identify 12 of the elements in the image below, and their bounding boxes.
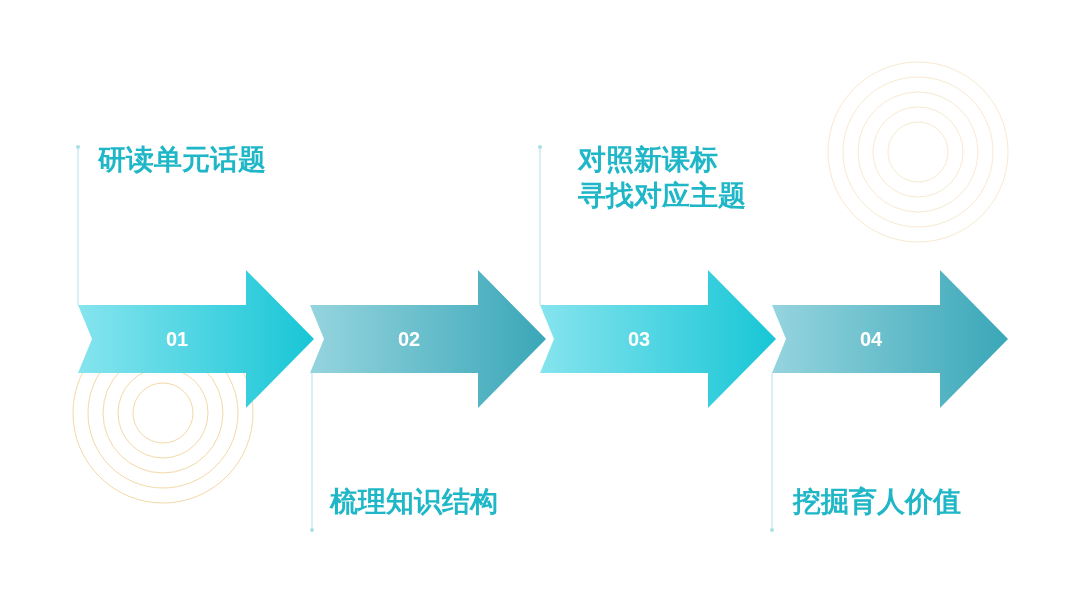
step-heading: 梳理知识结构 xyxy=(330,484,550,520)
step-number: 03 xyxy=(627,327,651,352)
step-number: 04 xyxy=(859,327,883,352)
step-number: 01 xyxy=(165,327,189,352)
leader-line xyxy=(310,372,314,532)
step-heading: 挖掘育人价值 xyxy=(793,484,1013,520)
leader-line xyxy=(76,145,80,306)
leader-line xyxy=(770,372,774,532)
step-heading: 研读单元话题 xyxy=(98,142,318,178)
step-number: 02 xyxy=(397,327,421,352)
step-heading: 对照新课标寻找对应主题 xyxy=(578,142,750,214)
leader-line xyxy=(538,145,542,306)
